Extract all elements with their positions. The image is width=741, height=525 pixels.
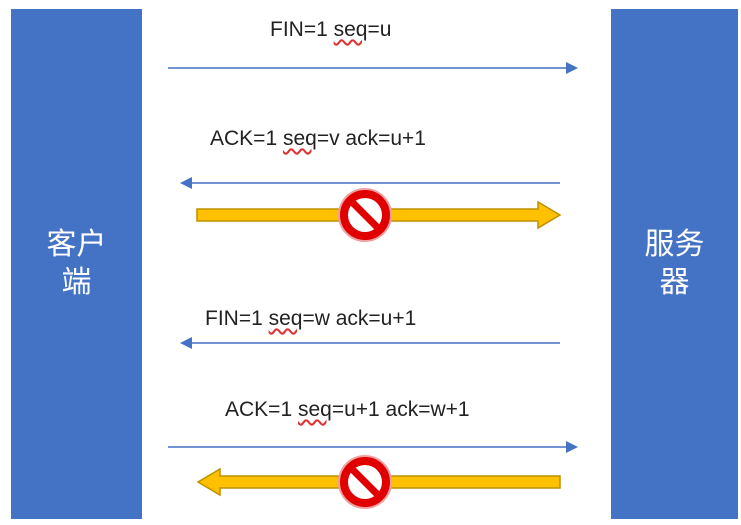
prohibited-icon: [339, 189, 391, 241]
server-label-line1: 服务: [644, 227, 705, 262]
server-bar: 服务 器: [611, 9, 738, 519]
message-ack-2: ACK=1 seq=u+1 ack=w+1: [225, 398, 470, 421]
client-label-line1: 客户: [46, 227, 107, 262]
server-label-line2: 器: [659, 265, 690, 300]
client-label: 客户 端: [47, 226, 107, 302]
client-bar: 客户 端: [11, 9, 142, 519]
message-ack-1: ACK=1 seq=v ack=u+1: [210, 127, 426, 150]
arrow-fin-1-to-server: [168, 62, 578, 74]
server-label: 服务 器: [645, 226, 705, 302]
prohibited-icon: [339, 456, 391, 508]
arrow-ack-2-to-server: [168, 441, 578, 453]
arrow-fin-2-to-client: [180, 337, 560, 349]
message-fin-2: FIN=1 seq=w ack=u+1: [205, 307, 417, 330]
arrow-ack-1-to-client: [180, 177, 560, 189]
message-fin-1: FIN=1 seq=u: [270, 18, 392, 41]
client-label-line2: 端: [61, 265, 92, 300]
